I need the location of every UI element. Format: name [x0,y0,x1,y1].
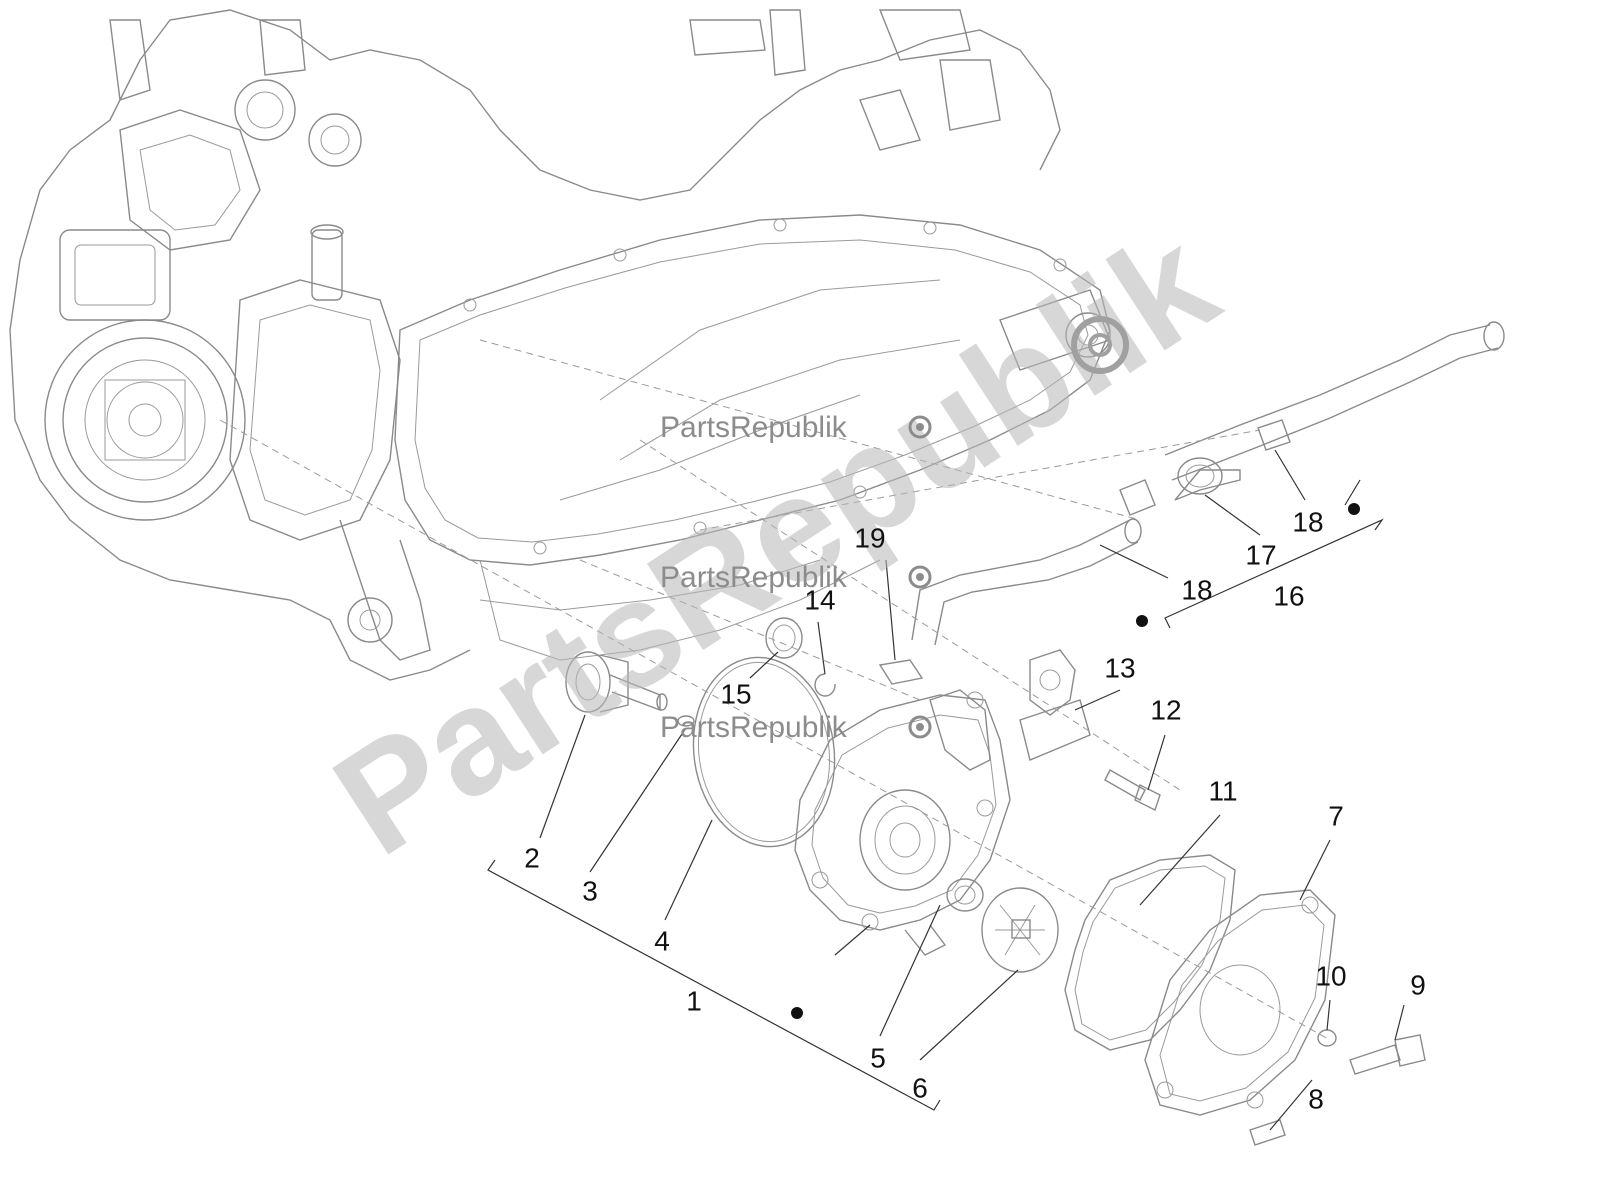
pump-cover-part [1144,889,1336,1116]
callout-5: 5 [870,1042,886,1073]
clamp-18a-part [1119,479,1156,516]
group-16-dot-a [1136,615,1148,627]
clamp-small-part [878,659,924,685]
callout-8: 8 [1308,1083,1324,1114]
gear-icon [908,715,932,739]
callout-18-upper: 18 [1292,506,1323,537]
gasket-part [1064,854,1236,1051]
o-ring-part [692,656,836,848]
callout-labels: 2 3 4 1 5 6 7 8 9 10 11 12 13 14 15 16 1… [524,506,1426,1114]
callout-13: 13 [1104,652,1135,683]
callout-14: 14 [804,584,835,615]
callout-3: 3 [582,875,598,906]
pump-shaft-part [565,651,668,713]
group-16-dot-b [1348,503,1360,515]
pin-part [677,715,695,727]
callout-12: 12 [1150,694,1181,725]
washer-small-part [1317,1029,1337,1047]
engine-assembly-drawing [9,9,1111,681]
watermark-label-1: PartsRepublik [660,411,848,444]
circlip-part [814,673,836,697]
pump-housing-part [794,689,1011,956]
callout-18-lower: 18 [1181,574,1212,605]
callout-15: 15 [720,678,751,709]
callout-6: 6 [912,1072,928,1103]
callout-16: 16 [1273,580,1304,611]
callout-2: 2 [524,842,540,873]
gear-icon [908,565,932,589]
bolt-12-part [1104,769,1146,801]
assembly-guide-lines [219,339,1331,1041]
coolant-hoses [911,321,1505,646]
connector-part [1174,469,1241,501]
seal-part [946,878,984,912]
callout-19: 19 [854,522,885,553]
callout-9: 9 [1410,969,1426,1000]
callout-7: 7 [1328,800,1344,831]
gear-icon [908,415,932,439]
callout-17: 17 [1245,539,1276,570]
watermark-label-3: PartsRepublik [660,711,848,744]
callout-10: 10 [1315,960,1346,991]
callout-4: 4 [654,925,670,956]
washer-part [765,617,803,659]
group-brackets [487,518,1384,1111]
group-1-dot [791,1007,803,1019]
bolt-8-part [1249,1119,1286,1146]
callout-11: 11 [1208,775,1237,806]
bracket-part [1019,649,1091,761]
watermark-label-2: PartsRepublik [660,561,848,594]
watermark-layer: PartsRepublik PartsRepublik PartsRepubli… [306,196,1244,887]
watermark-large: PartsRepublik [306,196,1244,887]
bolt-9-part [1349,1044,1401,1075]
impeller-part [981,887,1059,973]
gear-icon [1071,316,1129,374]
water-pump-parts [565,617,1426,1146]
leader-lines [539,449,1405,1131]
callout-1: 1 [686,985,702,1016]
clamp-18b-part [1257,419,1291,451]
